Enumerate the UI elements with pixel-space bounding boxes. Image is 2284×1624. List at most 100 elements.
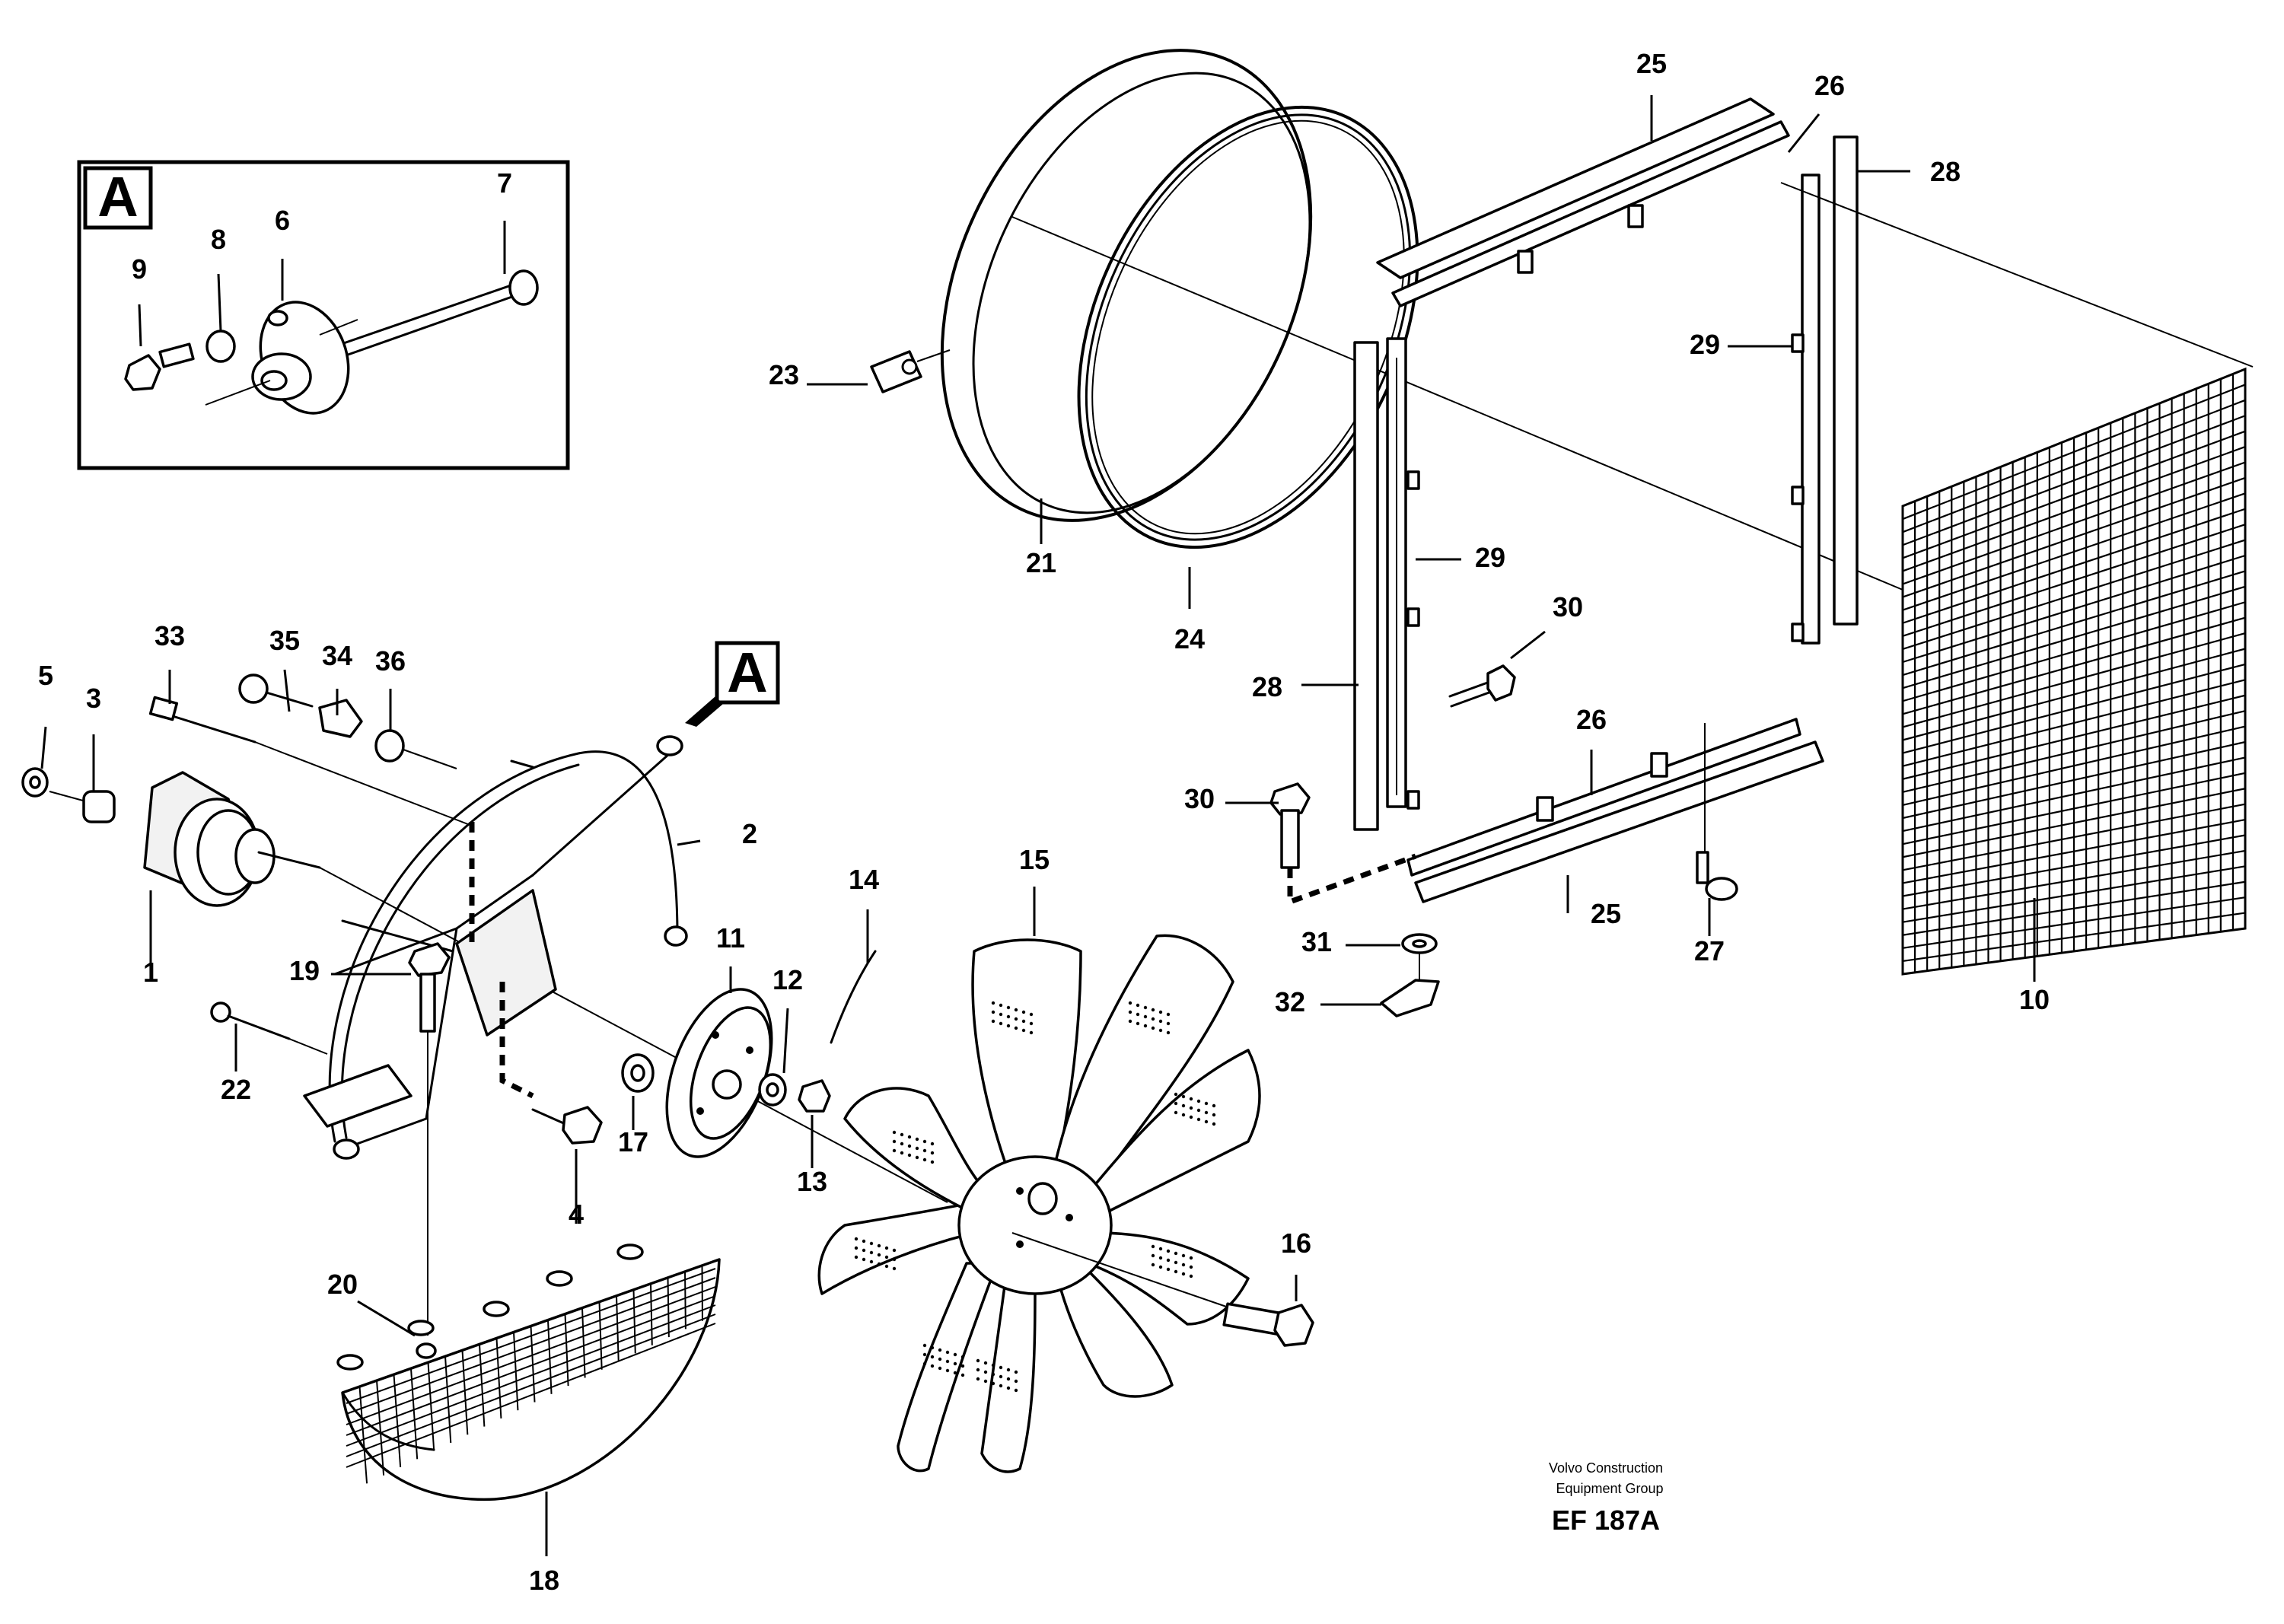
blade-dot xyxy=(1143,1014,1148,1019)
blade-dot xyxy=(1181,1253,1186,1258)
leader-line xyxy=(283,669,291,712)
blade-dot xyxy=(1196,1117,1201,1122)
blade-dot xyxy=(983,1379,988,1384)
mesh-wire xyxy=(1902,849,2246,910)
leader-line xyxy=(357,1300,416,1337)
leader-line xyxy=(217,273,222,332)
mesh-wire xyxy=(1902,663,2246,754)
blade-dot xyxy=(1189,1115,1193,1119)
shroud-ring xyxy=(940,49,1903,591)
part-label-30: 30 xyxy=(1553,591,1583,623)
blade-dot xyxy=(991,1010,995,1014)
mesh-wire xyxy=(1902,788,2246,858)
guard-wire xyxy=(346,1323,716,1468)
leader-line xyxy=(1787,113,1821,153)
part-label-3: 3 xyxy=(86,683,101,714)
blade-dot xyxy=(1166,1258,1171,1263)
blade-dot xyxy=(999,1365,1003,1370)
blade-dot xyxy=(922,1157,927,1162)
part-label-13: 13 xyxy=(797,1166,827,1197)
blade-dot xyxy=(869,1241,874,1246)
mesh-wire xyxy=(1902,740,2246,820)
blade-dot xyxy=(1174,1260,1178,1265)
blade-dot xyxy=(1212,1113,1216,1117)
guard-wire xyxy=(632,1289,636,1354)
part-label-33: 33 xyxy=(154,620,185,651)
part-label-8: 8 xyxy=(211,224,226,255)
guard-wire xyxy=(358,1386,368,1484)
blade-dot xyxy=(953,1371,957,1375)
mesh-wire xyxy=(1902,927,2246,976)
bolt-30-lower xyxy=(1269,782,1417,906)
blade-dot xyxy=(930,1345,935,1350)
blade-dot xyxy=(1174,1110,1178,1115)
mesh-wire xyxy=(1902,803,2246,871)
blade-dot xyxy=(930,1151,935,1155)
blade-dot xyxy=(953,1361,957,1366)
blade-dot xyxy=(1006,1386,1011,1390)
part-label-35: 35 xyxy=(269,625,300,656)
blade-dot xyxy=(1006,1377,1011,1381)
mesh-wire xyxy=(1902,679,2246,767)
blade-dot xyxy=(1181,1113,1186,1117)
mesh-wire xyxy=(1902,648,2246,741)
bolt-16 xyxy=(1222,1302,1314,1347)
blade-dot xyxy=(1143,1005,1148,1010)
leader-line xyxy=(40,726,47,769)
part-label-16: 16 xyxy=(1281,1228,1311,1259)
callout-a: A xyxy=(685,641,780,727)
blade-dot xyxy=(1166,1249,1171,1253)
guard-mesh xyxy=(1901,367,2247,976)
blade-dot xyxy=(1204,1101,1209,1106)
part-label-29: 29 xyxy=(1690,329,1720,360)
part-label-28: 28 xyxy=(1252,671,1282,702)
detail-a-inset: A xyxy=(77,160,570,470)
blade-dot xyxy=(1151,1008,1155,1012)
mesh-wire xyxy=(1902,756,2246,833)
blade-dot xyxy=(869,1250,874,1255)
washer-clip-bolt xyxy=(1380,851,1738,1017)
blade-dot xyxy=(976,1377,980,1381)
guard-wire xyxy=(346,1304,716,1447)
mesh-wire xyxy=(1902,896,2246,949)
blade-dot xyxy=(1158,1010,1163,1014)
guard-wire xyxy=(479,1344,486,1427)
blade-dot xyxy=(1006,1368,1011,1372)
blade-dot xyxy=(1029,1030,1034,1035)
blade-dot xyxy=(945,1359,950,1364)
mesh-wire xyxy=(1902,912,2246,963)
blade-dot xyxy=(1136,1003,1140,1008)
part-label-6: 6 xyxy=(275,205,290,236)
blade-dot xyxy=(854,1255,858,1259)
mesh-wire xyxy=(1902,865,2246,923)
blade-dot xyxy=(945,1350,950,1355)
mesh-wire xyxy=(1902,384,2246,521)
part-label-26: 26 xyxy=(1814,70,1845,101)
credit-block: Volvo Construction Equipment Group EF 18… xyxy=(1549,1460,1664,1536)
mesh-wire xyxy=(1902,819,2246,884)
sensor-and-bolts xyxy=(148,673,473,826)
blade-dot xyxy=(1189,1097,1193,1101)
guard-wire xyxy=(346,1268,716,1404)
blade-dot xyxy=(1158,1265,1163,1269)
blade-dot xyxy=(1143,1024,1148,1028)
blade-dot xyxy=(999,1003,1003,1008)
leader-line xyxy=(782,1008,789,1074)
blade-dot xyxy=(983,1370,988,1374)
blade-dot xyxy=(1158,1028,1163,1033)
lower-guard xyxy=(336,1243,721,1501)
guard-wire xyxy=(564,1314,569,1387)
guard-wire xyxy=(650,1283,653,1345)
blade-dot xyxy=(1166,1021,1171,1026)
part-label-26: 26 xyxy=(1576,704,1607,735)
blade-dot xyxy=(1174,1092,1178,1097)
credit-line-2: Equipment Group xyxy=(1556,1481,1663,1496)
mesh-wire xyxy=(1902,570,2246,677)
blade-dot xyxy=(1151,1253,1155,1258)
motor-assembly xyxy=(21,767,948,1203)
blade-dot xyxy=(991,1381,995,1386)
blade-dot xyxy=(976,1358,980,1363)
blade-dot xyxy=(1158,1256,1163,1260)
blade-dot xyxy=(930,1364,935,1368)
part-label-36: 36 xyxy=(375,645,406,677)
